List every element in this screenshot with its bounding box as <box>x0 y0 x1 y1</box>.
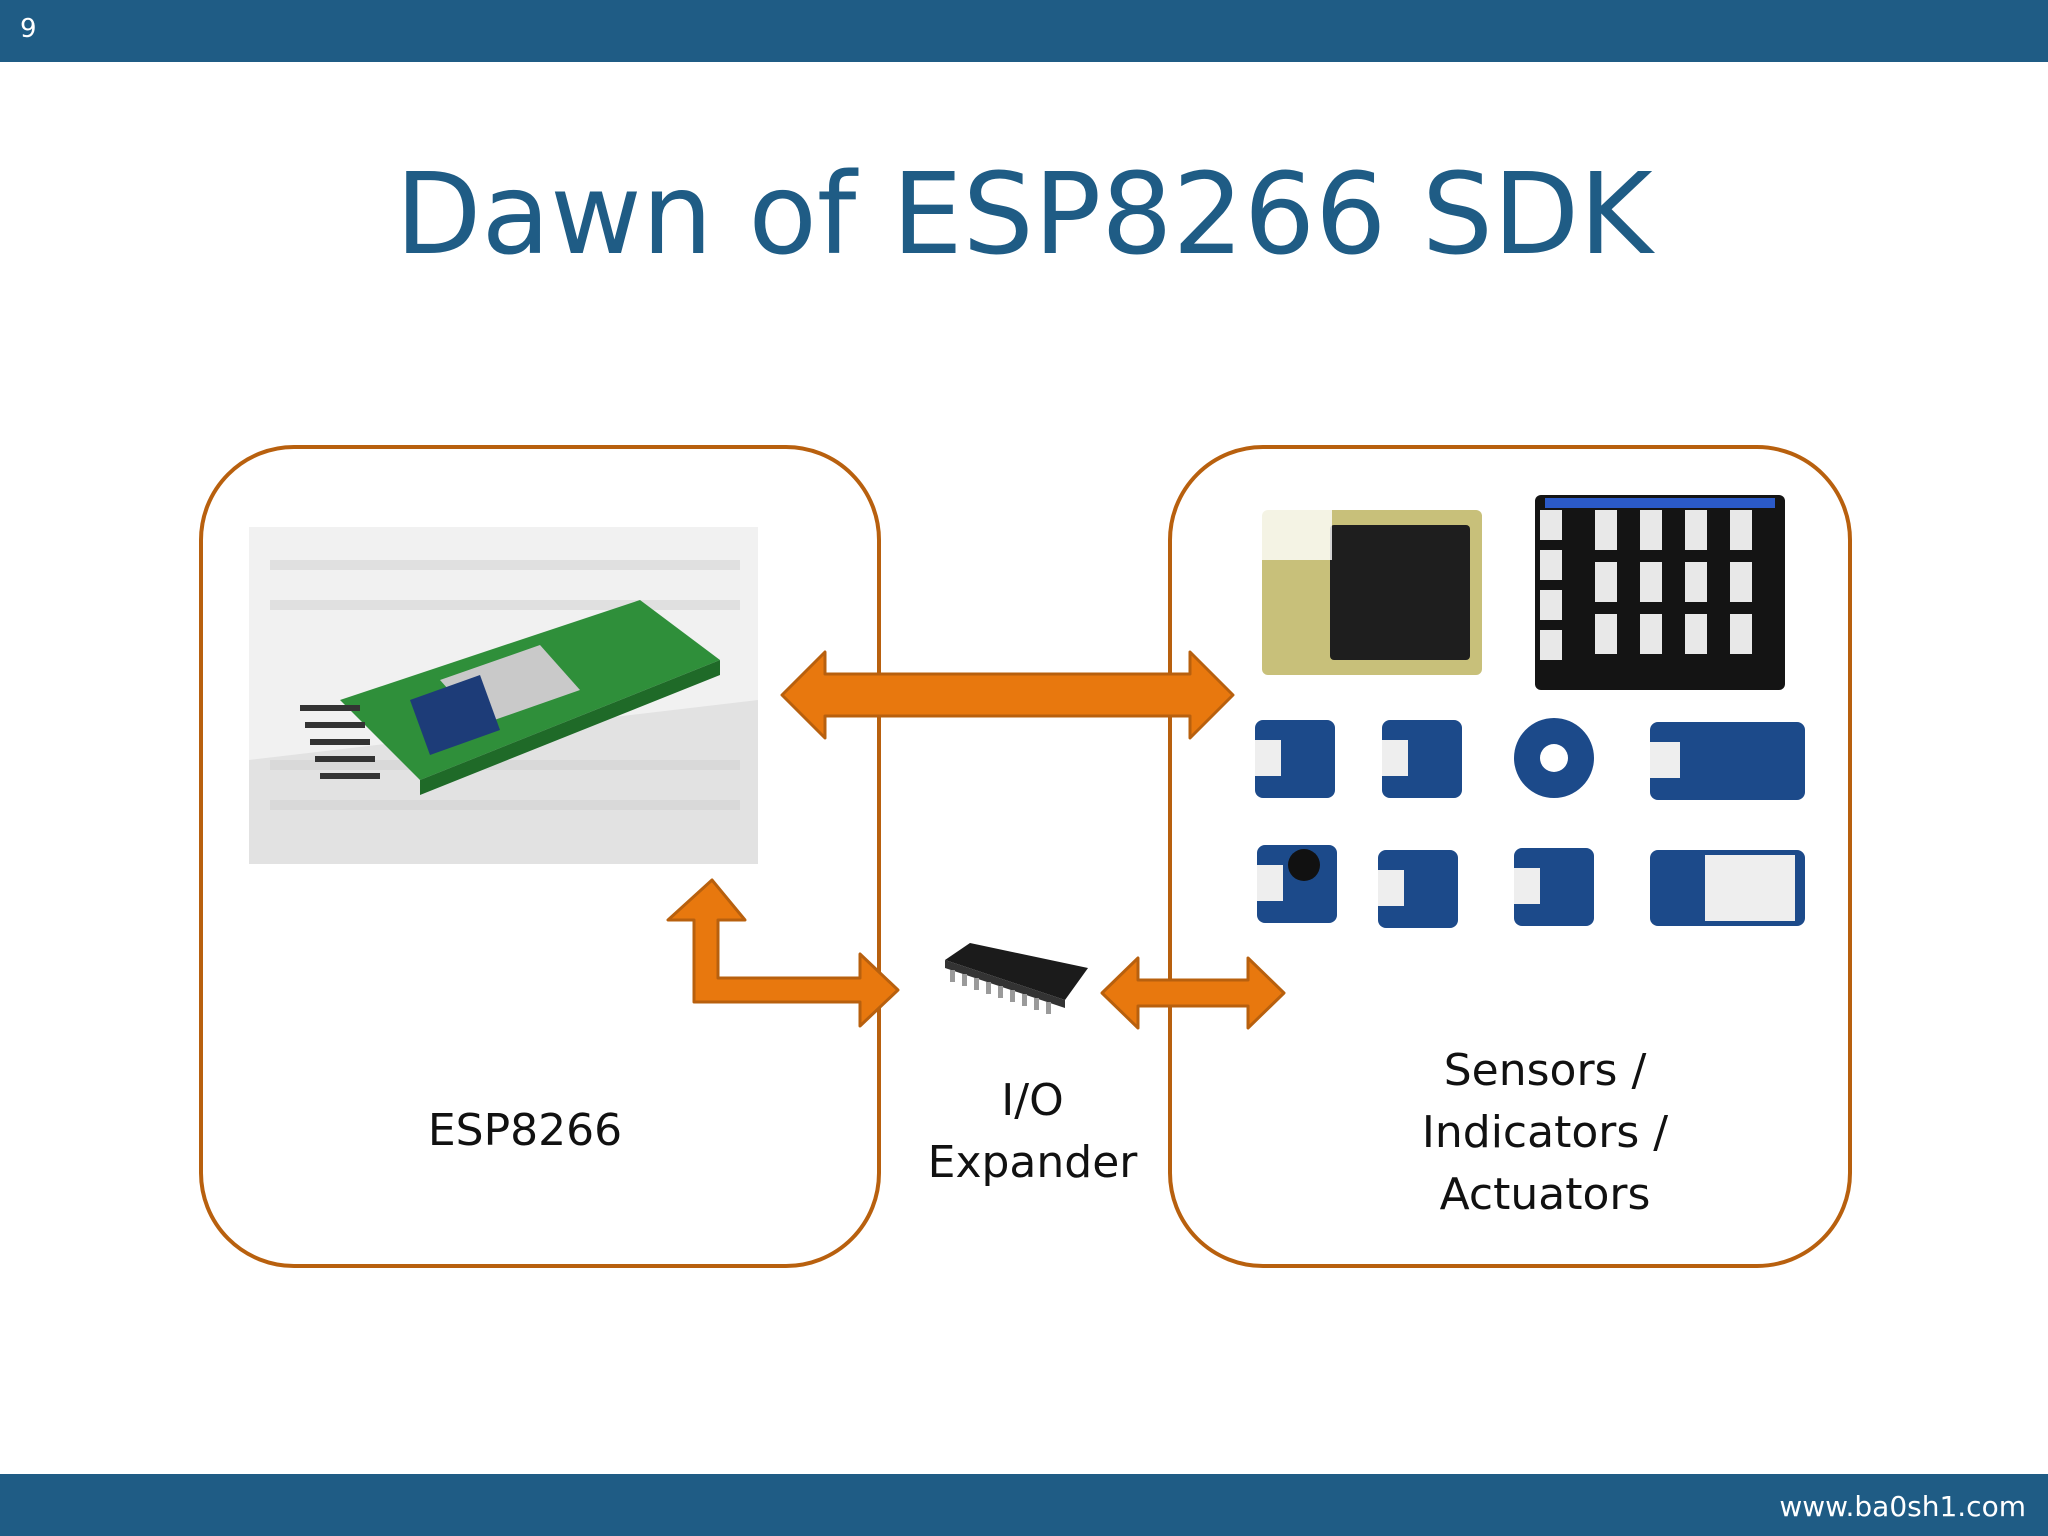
slide-title: Dawn of ESP8266 SDK <box>395 150 1653 280</box>
arrow-esp-to-expander <box>666 878 900 1028</box>
peripherals-label: Sensors / Indicators / Actuators <box>1421 1045 1669 1220</box>
slide-number: 9 <box>20 14 37 44</box>
footer-url[interactable]: www.ba0sh1.com <box>1779 1490 2026 1523</box>
esp8266-module-image <box>249 527 758 864</box>
arrow-expander-to-peripherals <box>1100 956 1286 1030</box>
io-expander-chip-image <box>945 943 1088 1014</box>
io-expander-label: I/O Expander <box>927 1075 1138 1188</box>
esp8266-label: ESP8266 <box>427 1105 623 1156</box>
sensors-image <box>1255 495 1805 928</box>
top-bar: 9 <box>0 0 2048 62</box>
bottom-bar: www.ba0sh1.com <box>0 1474 2048 1536</box>
arrow-esp-to-peripherals <box>780 650 1235 740</box>
